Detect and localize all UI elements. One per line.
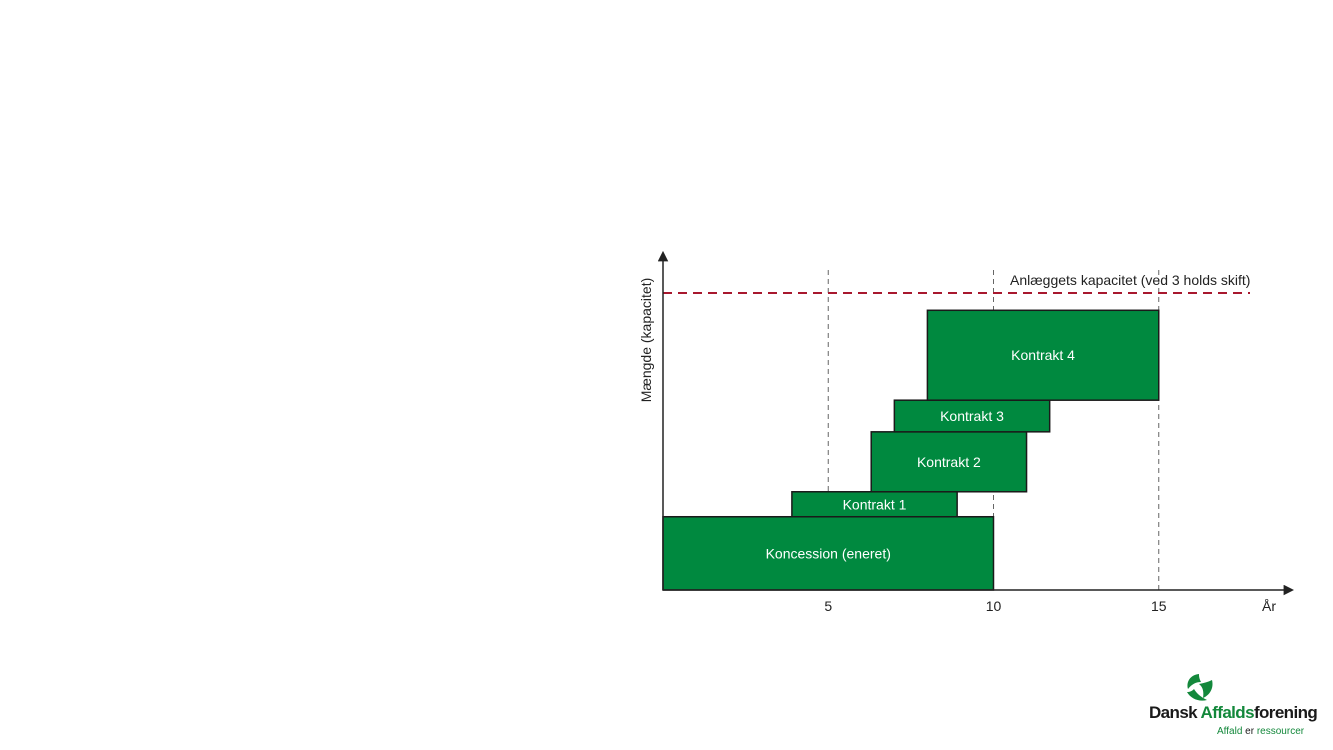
dansk-affaldsforening-logo: Dansk Affaldsforening Affald er ressourc… <box>1140 670 1320 740</box>
capacity-label: Anlæggets kapacitet (ved 3 holds skift) <box>1010 272 1250 288</box>
x-tick-label-5: 5 <box>824 598 832 614</box>
y-axis-label: Mængde (kapacitet) <box>638 278 654 403</box>
contract-label-2: Kontrakt 2 <box>917 454 981 470</box>
contract-blocks: Koncession (eneret) Kontrakt 1 Kontrakt 2 K… <box>662 309 1160 591</box>
contract-block-3 <box>893 399 1051 433</box>
tagline-word-er: er <box>1242 726 1257 737</box>
contract-block-4 <box>926 309 1160 401</box>
tagline-word-affald: Affald <box>1217 726 1243 737</box>
tagline-word-ressourcer: ressourcer <box>1256 726 1305 737</box>
x-tick-label-15: 15 <box>1151 598 1167 614</box>
x-axis-label: År <box>1262 598 1276 614</box>
contract-label-0: Koncession (eneret) <box>766 545 891 561</box>
logo-word-affalds: Affalds <box>1200 703 1255 722</box>
logo-wordmark: Dansk Affaldsforening <box>1149 703 1318 723</box>
contract-label-4: Kontrakt 4 <box>1011 347 1075 363</box>
logo-tagline: Affald er ressourcer <box>1217 726 1304 737</box>
contract-label-1: Kontrakt 1 <box>843 496 907 512</box>
logo-word-dansk: Dansk <box>1149 703 1201 722</box>
contract-block-0 <box>662 515 995 591</box>
x-tick-label-10: 10 <box>986 598 1002 614</box>
logo-word-forening: forening <box>1253 703 1318 722</box>
contract-label-3: Kontrakt 3 <box>940 408 1004 424</box>
contract-block-1 <box>791 491 958 518</box>
x-tick-labels: 5 10 15 <box>824 598 1166 614</box>
recycle-leaf-icon <box>1187 674 1213 701</box>
